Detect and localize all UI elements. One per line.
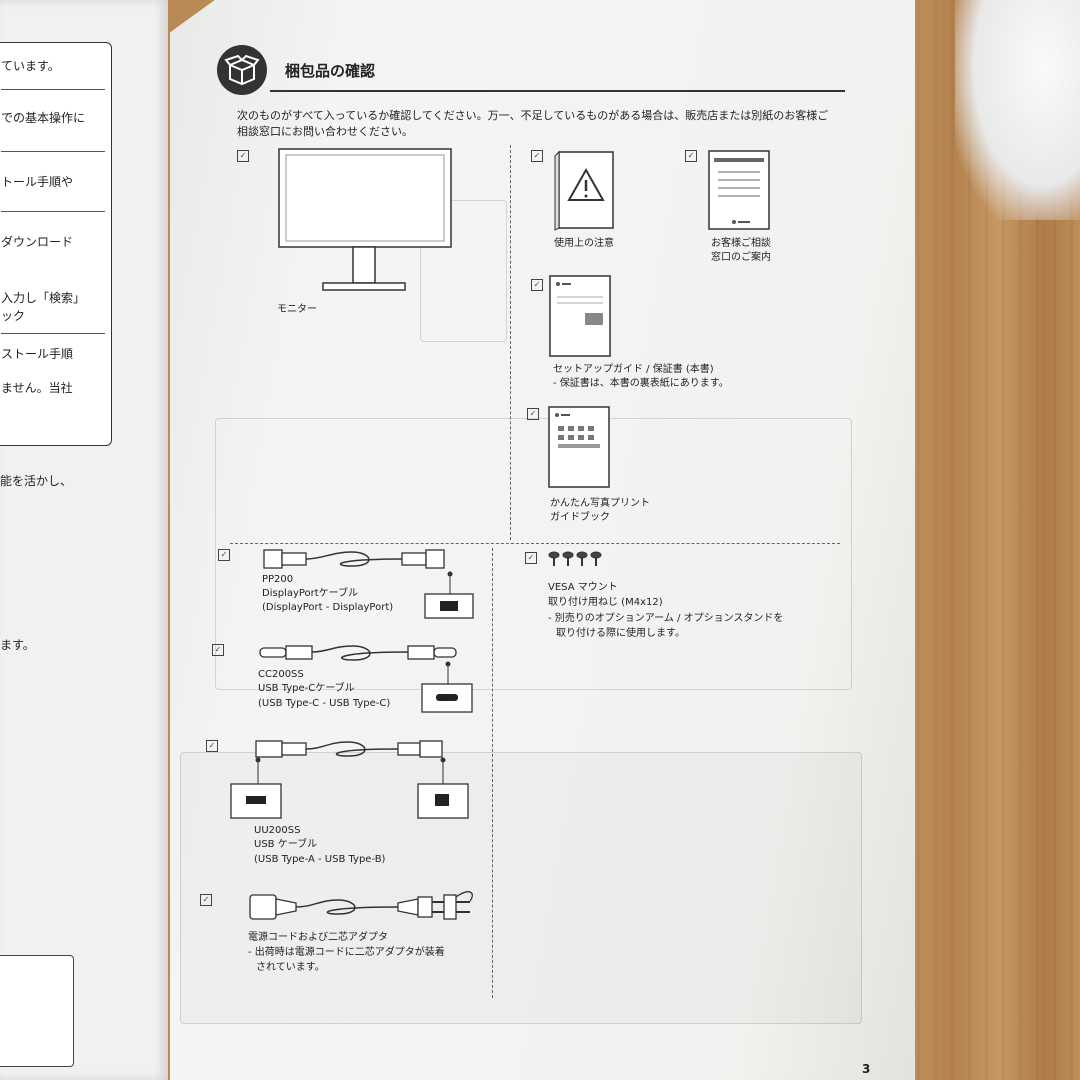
- box-icon: [217, 45, 267, 95]
- usb-ab-name: USB ケーブル: [254, 839, 318, 850]
- screws-icon: [548, 551, 602, 566]
- contact-sheet: [708, 150, 770, 230]
- usb-c-model: CC200SS: [258, 669, 304, 680]
- left-page-text: ます。: [0, 638, 35, 652]
- checkbox-usb-c-cable[interactable]: ✓: [212, 644, 224, 656]
- vesa-note: - 別売りのオプションアーム / オプションスタンドを: [548, 613, 784, 624]
- photo-guide-booklet: [548, 406, 610, 488]
- checkbox-monitor[interactable]: ✓: [237, 150, 249, 162]
- left-box-line: トール手順や: [1, 175, 74, 189]
- checkbox-usb-ab-cable[interactable]: ✓: [206, 740, 218, 752]
- left-box-divider: [1, 211, 105, 212]
- power-cord-label: 電源コードおよび二芯アダプタ: [248, 932, 388, 943]
- usb-c-cable-illustration: [259, 645, 473, 713]
- left-box-line: での基本操作に: [1, 111, 86, 125]
- page-number: 3: [862, 1062, 871, 1076]
- left-box-divider: [1, 151, 105, 152]
- title-underline: [270, 90, 845, 92]
- plastic-bag: [955, 0, 1080, 220]
- left-page-bottom-box: [0, 955, 74, 1067]
- checkbox-photo-guide[interactable]: ✓: [527, 408, 539, 420]
- checkbox-setup-guide[interactable]: ✓: [531, 279, 543, 291]
- show-through-diagram: [215, 418, 852, 690]
- precautions-booklet: [554, 150, 614, 231]
- vesa-label: 取り付け用ねじ (M4x12): [548, 597, 663, 608]
- contact-label: 窓口のご案内: [711, 252, 771, 263]
- checkbox-power-cord[interactable]: ✓: [200, 894, 212, 906]
- vesa-label: VESA マウント: [548, 582, 618, 593]
- checkbox-vesa-screws[interactable]: ✓: [525, 552, 537, 564]
- setup-guide-note: - 保証書は、本書の裏表紙にあります。: [553, 378, 729, 389]
- usb-c-name: USB Type-Cケーブル: [258, 683, 355, 694]
- usb-ab-cable-illustration: [230, 740, 469, 819]
- monitor-label: モニター: [277, 304, 317, 315]
- monitor-illustration: [278, 148, 452, 291]
- left-box-line: ック: [1, 309, 26, 323]
- column-divider: [510, 145, 511, 540]
- power-cord-note: されています。: [256, 962, 325, 973]
- show-through-diagram: [420, 200, 507, 342]
- intro-text: 次のものがすべて入っているか確認してください。万一、不足しているものがある場合は…: [237, 109, 829, 138]
- section-title: 梱包品の確認: [285, 62, 376, 80]
- left-box-line: ません。当社: [1, 381, 73, 395]
- displayport-name: DisplayPortケーブル: [262, 588, 359, 599]
- left-page-text: 能を活かし、: [0, 474, 73, 488]
- displayport-cable-illustration: [263, 549, 474, 619]
- left-box-divider: [1, 89, 105, 90]
- left-box-line: ストール手順: [1, 347, 74, 361]
- usb-ab-ends: (USB Type-A - USB Type-B): [254, 854, 386, 865]
- checkbox-contact[interactable]: ✓: [685, 150, 697, 162]
- power-cord-note: - 出荷時は電源コードに二芯アダプタが装着: [248, 947, 445, 958]
- photo-guide-label: かんたん写真プリント: [550, 498, 650, 509]
- contact-label: お客様ご相談: [711, 238, 771, 249]
- left-box-line: ています。: [1, 59, 60, 73]
- usb-c-ends: (USB Type-C - USB Type-C): [258, 698, 391, 709]
- precautions-label: 使用上の注意: [554, 238, 614, 249]
- vesa-note: 取り付ける際に使用します。: [556, 628, 685, 639]
- left-page: ています。 での基本操作に トール手順や ダウンロード 入力し「検索」 ック ス…: [0, 0, 168, 1080]
- setup-guide-label: セットアップガイド / 保証書 (本書): [553, 364, 714, 375]
- left-box-line: 入力し「検索」: [1, 291, 86, 305]
- left-box-divider: [1, 333, 105, 334]
- checkbox-precautions[interactable]: ✓: [531, 150, 543, 162]
- photo-guide-label: ガイドブック: [550, 512, 610, 523]
- show-through-diagram: [180, 752, 862, 1024]
- displayport-ends: (DisplayPort - DisplayPort): [262, 602, 394, 613]
- displayport-model: PP200: [262, 574, 294, 585]
- left-page-info-box: ています。 での基本操作に トール手順や ダウンロード 入力し「検索」 ック ス…: [0, 42, 112, 446]
- setup-guide-booklet: [549, 275, 611, 357]
- column-divider: [492, 548, 493, 998]
- usb-ab-model: UU200SS: [254, 825, 301, 836]
- left-box-line: ダウンロード: [1, 235, 74, 249]
- row-divider: [230, 543, 840, 544]
- power-cord-illustration: [249, 891, 473, 920]
- checkbox-displayport-cable[interactable]: ✓: [218, 549, 230, 561]
